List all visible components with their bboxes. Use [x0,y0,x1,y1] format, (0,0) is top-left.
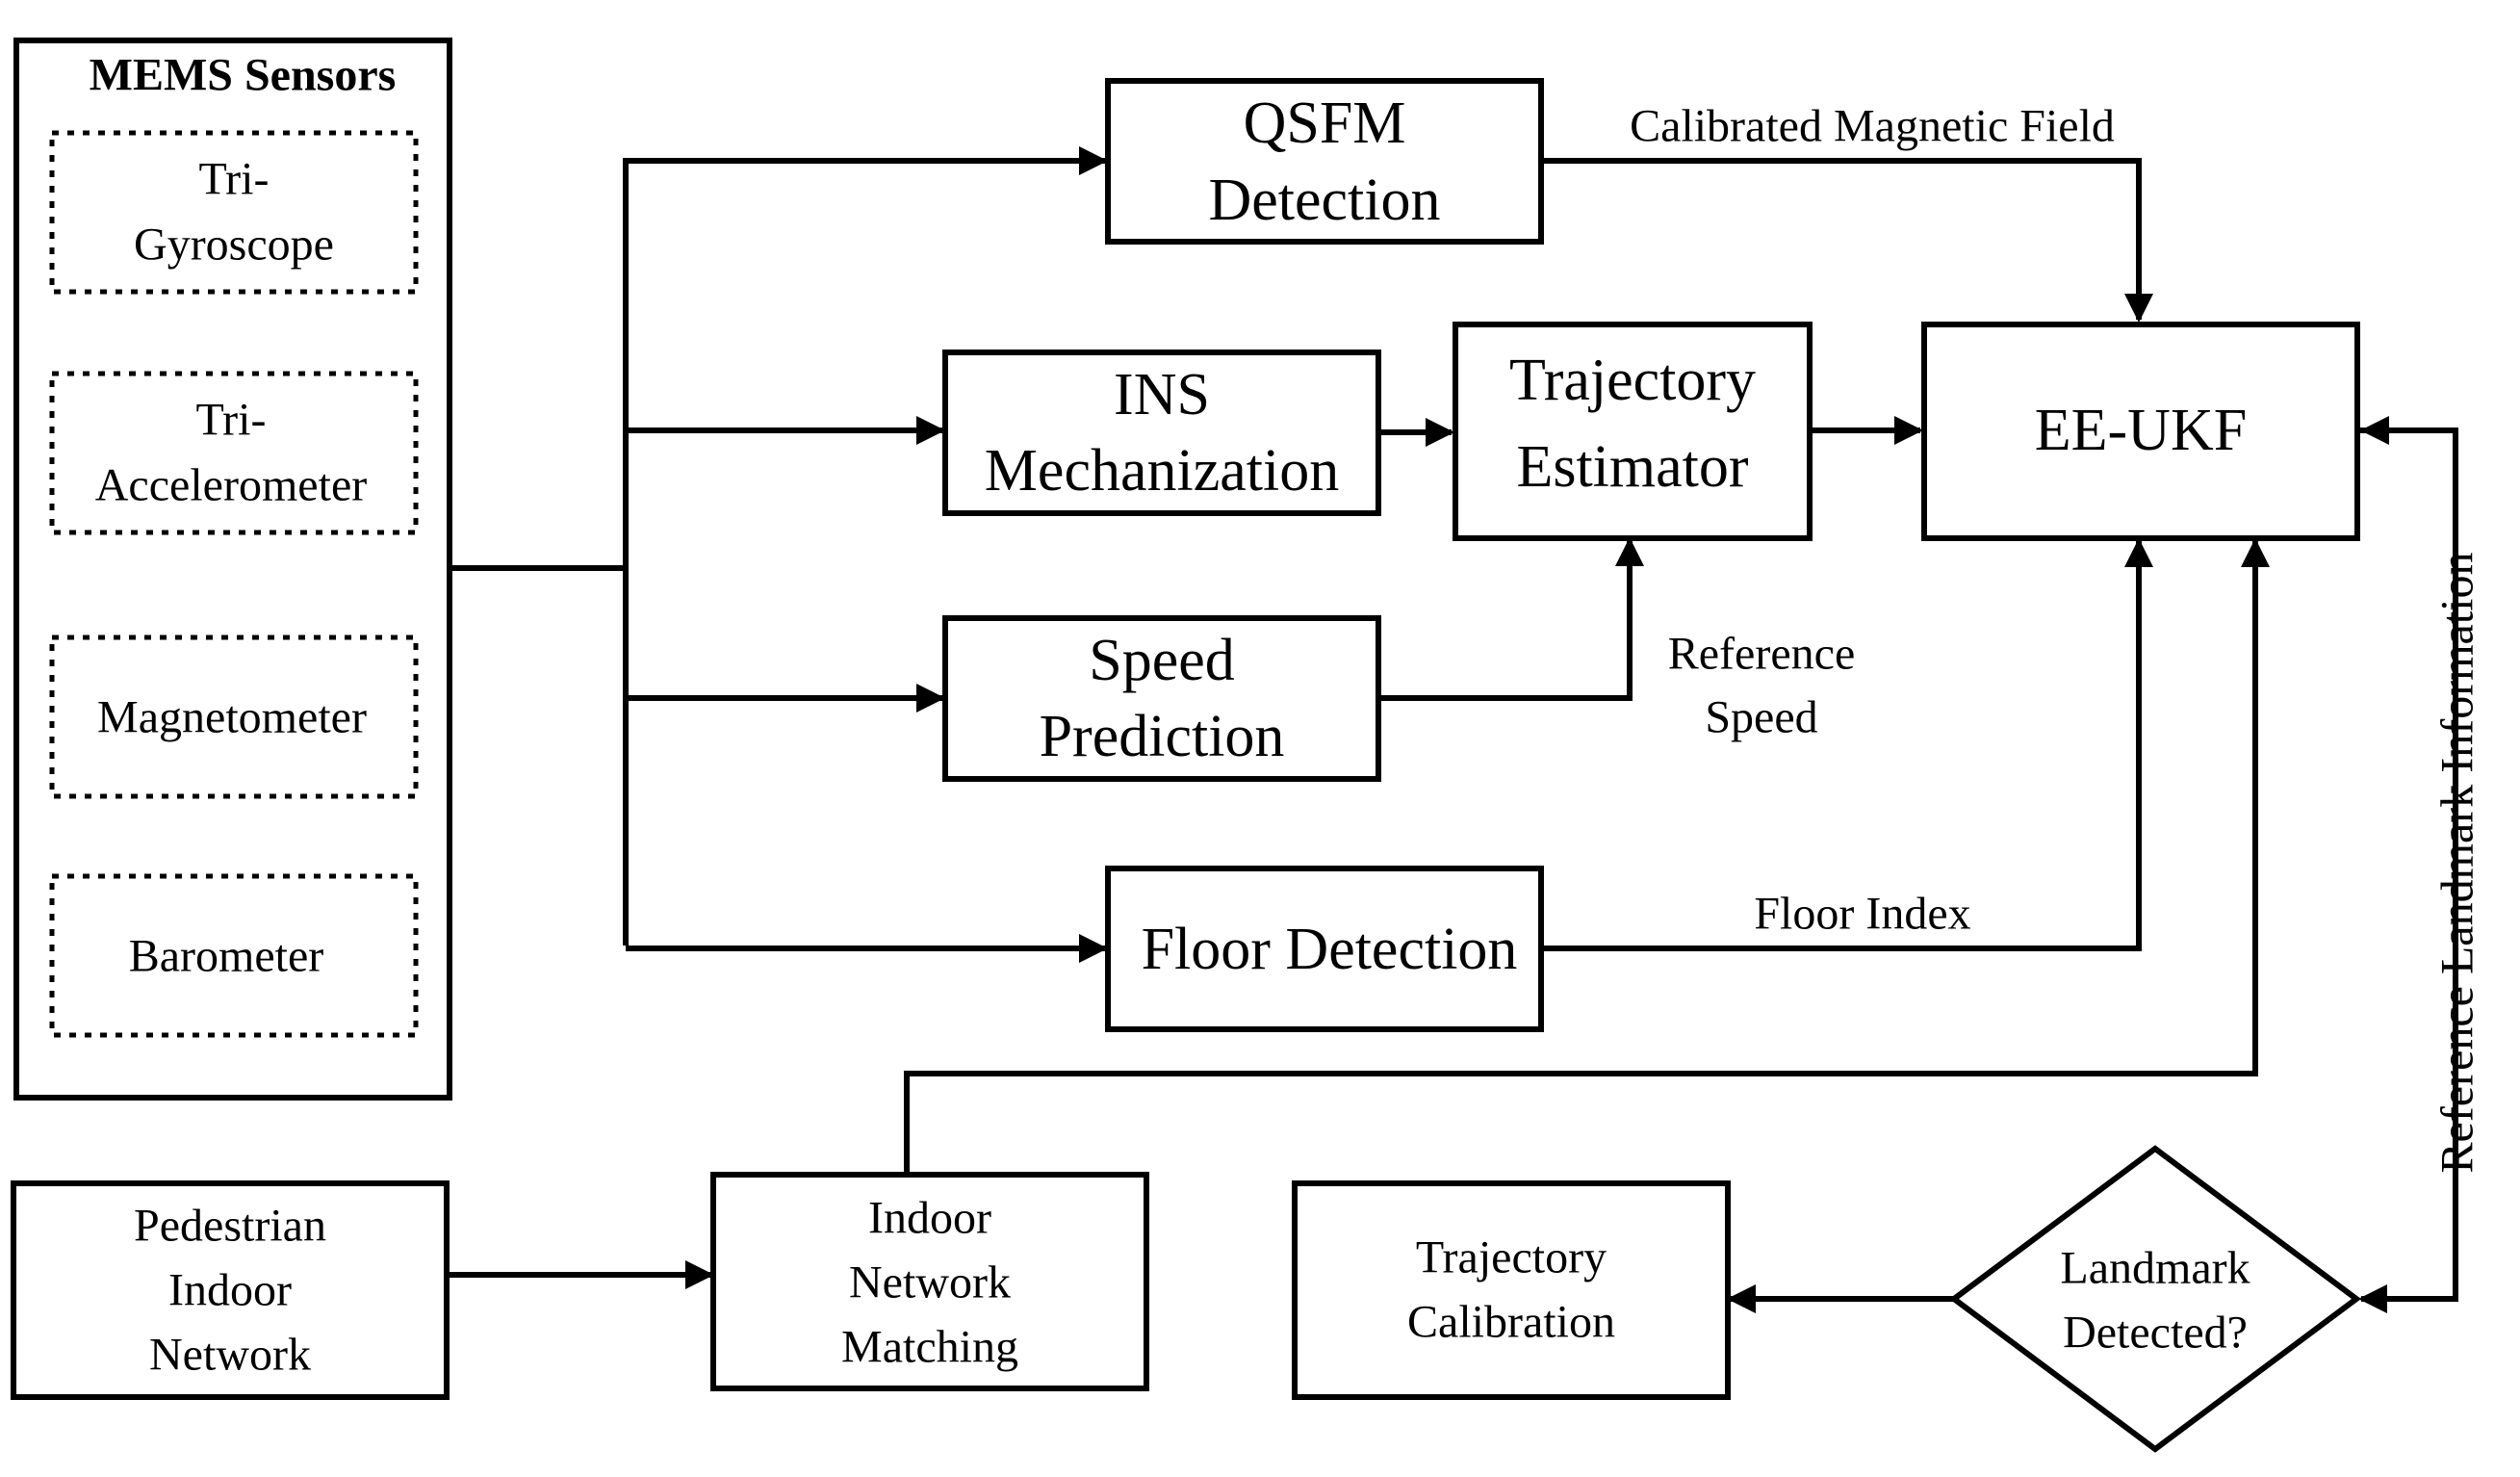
floor-detection-block: Floor Detection [1105,866,1544,1032]
ins-mechanization-box [942,350,1381,516]
trajectory-estimator-line1: Trajectory [1509,348,1756,413]
qsfm-detection-line1: QSFM [1244,91,1406,156]
trajectory-calibration-box [1292,1180,1731,1400]
gyroscope-box [49,130,419,295]
trajectory-estimator-box [1453,322,1813,541]
mems-sensors-group: MEMS Sensors Tri- Gyroscope Tri- Acceler… [13,38,452,1101]
floor-to-eeukf-arrow [1539,538,2153,951]
floor-detection-box [1105,866,1544,1032]
pedestrian-indoor-network-box [11,1180,450,1400]
trajectory-calibration-line1: Trajectory [1416,1232,1607,1283]
ins-mechanization-line1: INS [1114,362,1210,428]
ee-ukf-box [1921,322,2360,541]
accelerometer-label-line1: Tri- [196,395,267,446]
network-matching-line1: Indoor [868,1193,991,1244]
landmark-decision-diamond [1948,1145,2362,1453]
ins-mechanization-block: INS Mechanization [942,350,1381,516]
connectors [445,146,2458,1313]
qsfm-detection-block: QSFM Detection [1105,78,1544,245]
barometer-label: Barometer [129,931,324,982]
network-matching-line3: Matching [841,1322,1018,1373]
speed-prediction-line2: Prediction [1040,704,1285,769]
indoor-network-matching-block: Indoor Network Matching [710,1172,1149,1391]
ins-mechanization-line2: Mechanization [985,438,1339,504]
pedestrian-network-line2: Indoor [168,1265,292,1316]
trajectory-calibration-line2: Calibration [1407,1297,1615,1348]
edge-labels: Calibrated Magnetic Field Reference Spee… [1630,101,2482,1174]
qsfm-detection-line2: Detection [1208,168,1440,233]
accelerometer-label-line2: Accelerometer [95,460,367,511]
qsfm-to-eeukf-arrow [1539,158,2153,323]
gyroscope-label-line2: Gyroscope [134,220,334,271]
trajectory-estimator-block: Trajectory Estimator [1453,322,1813,541]
pedestrian-network-line3: Network [149,1330,311,1381]
barometer-box [49,873,419,1038]
floor-detection-label: Floor Detection [1142,917,1518,982]
reference-speed-label-line2: Speed [1705,692,1817,743]
ee-ukf-block: EE-UKF [1921,322,2360,541]
indoor-network-matching-box [710,1172,1149,1391]
speed-prediction-block: Speed Prediction [942,615,1381,782]
magnetometer-box [49,635,419,799]
pedestrian-indoor-network-block: Pedestrian Indoor Network [11,1180,450,1400]
pedestrian-network-line1: Pedestrian [134,1201,326,1252]
landmark-detected-decision: Landmark Detected? [1948,1145,2362,1453]
floor-index-label: Floor Index [1754,889,1970,940]
landmark-decision-line2: Detected? [2063,1308,2248,1359]
magnetometer-label: Magnetometer [97,692,367,743]
mems-sensors-title: MEMS Sensors [90,50,397,101]
accelerometer-box [49,371,419,535]
speed-prediction-line1: Speed [1089,628,1235,693]
reference-speed-label-line1: Reference [1668,629,1856,680]
landmark-decision-line1: Landmark [2060,1243,2250,1294]
matching-to-eeukf-arrow [904,538,2270,1175]
reference-landmark-information-label: Reference Landmark Information [2432,552,2483,1173]
ee-ukf-label: EE-UKF [2035,398,2247,463]
trajectory-calibration-block: Trajectory Calibration [1292,1180,1731,1400]
trajectory-estimator-line2: Estimator [1516,434,1748,500]
qsfm-detection-box [1105,78,1544,245]
speed-prediction-box [942,615,1381,782]
gyroscope-label-line1: Tri- [199,154,270,205]
network-matching-line2: Network [849,1257,1011,1309]
speed-to-trajectory-arrow [1375,537,1644,701]
calibrated-magnetic-field-label: Calibrated Magnetic Field [1630,101,2115,152]
